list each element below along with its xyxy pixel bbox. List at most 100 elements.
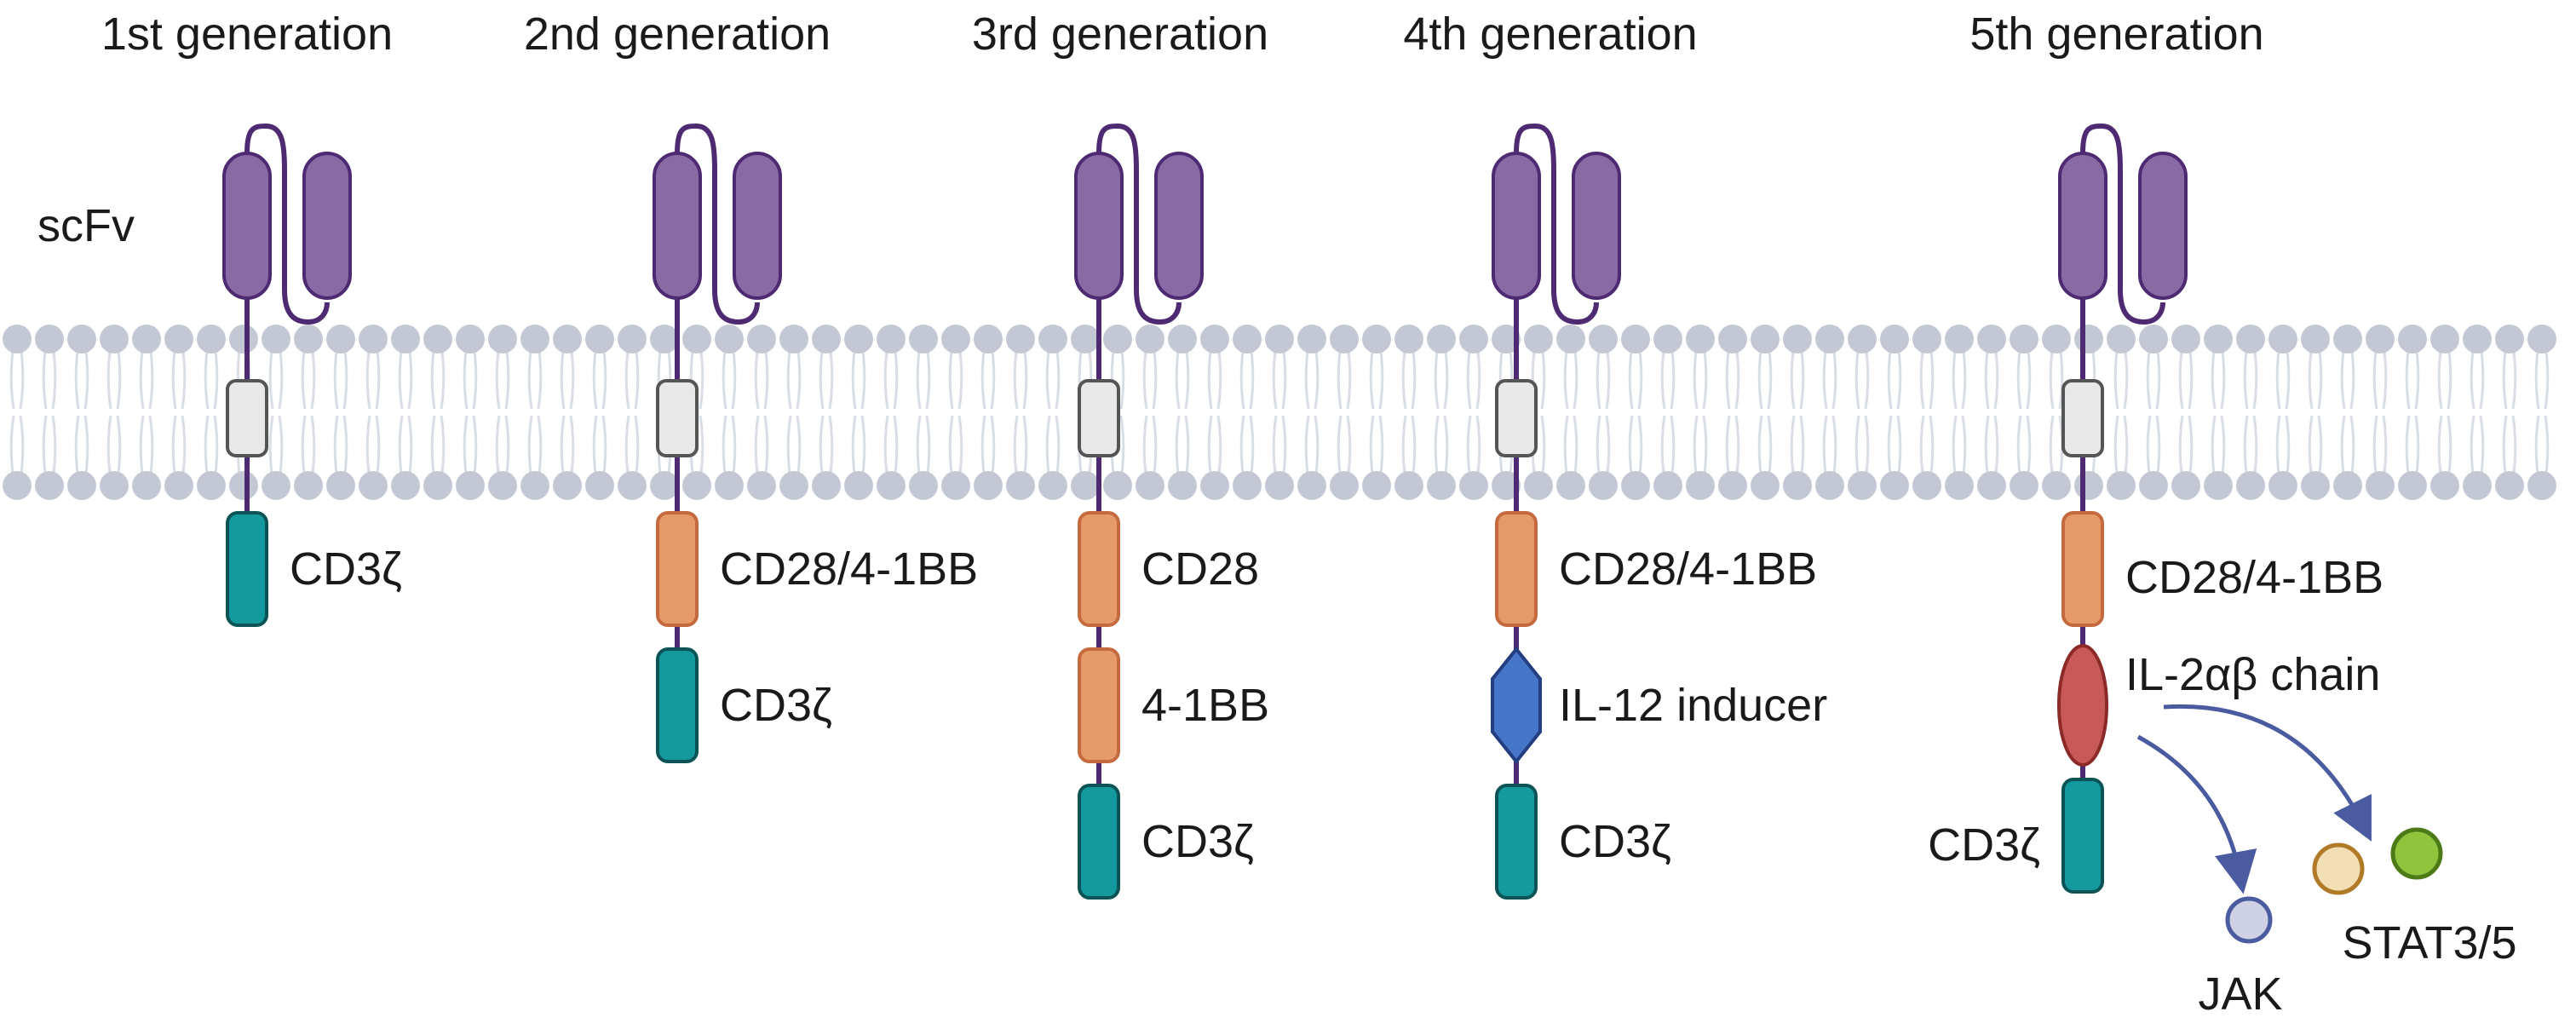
lipid-tail — [948, 350, 954, 410]
lipid-head — [941, 471, 970, 500]
lipid-tail — [2016, 350, 2022, 410]
lipid-head — [164, 325, 193, 354]
lipid-tail — [1346, 415, 1352, 474]
lipid-head — [1556, 471, 1585, 500]
lipid-tail — [1013, 415, 1019, 474]
generation-5-title: 5th generation — [1969, 9, 2263, 60]
costimulatory-domain — [2061, 511, 2104, 627]
arrow-to-stat — [2163, 704, 2372, 842]
lipid-head — [715, 471, 744, 500]
lipid-tail — [1767, 415, 1773, 474]
lipid-tail — [2113, 350, 2119, 410]
lipid-tail — [2049, 415, 2055, 474]
lipid-head — [164, 471, 193, 500]
lipid-head — [1977, 471, 2006, 500]
lipid-tail — [1401, 415, 1407, 474]
lipid-tail — [2405, 350, 2411, 410]
lipid-tail — [2479, 415, 2485, 474]
lipid-tail — [2447, 350, 2452, 410]
lipid-tail — [1434, 415, 1440, 474]
generation-2-title: 2nd generation — [524, 9, 831, 60]
lipid-tail — [1822, 350, 1828, 410]
lipid-tail — [916, 415, 922, 474]
lipid-tail — [398, 350, 404, 410]
lipid-tail — [2470, 415, 2475, 474]
lipid-tail — [1055, 350, 1061, 410]
lipid-tail — [860, 415, 866, 474]
cd3z-domain — [1078, 784, 1120, 900]
scfv-vl-domain — [1572, 152, 1621, 300]
lipid-tail — [828, 350, 834, 410]
lipid-tail — [957, 415, 963, 474]
lipid-tail — [763, 415, 769, 474]
lipid-tail — [1175, 415, 1181, 474]
lipid-head — [1912, 471, 1941, 500]
lipid-tail — [786, 415, 792, 474]
lipid-tail — [1346, 350, 1352, 410]
lipid-tail — [1378, 415, 1384, 474]
scfv-linker — [1514, 123, 1599, 325]
lipid-tail — [2372, 350, 2378, 410]
lipid-tail — [1757, 350, 1763, 410]
lipid-tail — [440, 415, 446, 474]
lipid-head — [2139, 325, 2168, 354]
lipid-tail — [2511, 350, 2517, 410]
lipid-tail — [1831, 350, 1837, 410]
lipid-tail — [2544, 350, 2550, 410]
lipid-head — [2236, 325, 2265, 354]
costim-label: CD28/4-1BB — [2125, 552, 2383, 603]
costimulatory-domain — [1495, 511, 1538, 627]
lipid-tail — [2178, 415, 2184, 474]
lipid-tail — [2382, 415, 2388, 474]
lipid-tail — [278, 350, 284, 410]
lipid-head — [747, 471, 776, 500]
lipid-tail — [1369, 350, 1375, 410]
lipid-tail — [1443, 350, 1449, 410]
lipid-head — [1718, 471, 1747, 500]
lipid-head — [1038, 471, 1067, 500]
lipid-head — [2495, 325, 2524, 354]
lipid-tail — [2188, 415, 2194, 474]
lipid-tail — [2317, 415, 2323, 474]
stat-label: STAT3/5 — [2342, 917, 2516, 969]
lipid-tail — [139, 415, 145, 474]
lipid-tail — [2243, 415, 2249, 474]
lipid-tail — [463, 415, 469, 474]
lipid-tail — [2220, 350, 2226, 410]
lipid-tail — [1929, 415, 1935, 474]
lipid-tail — [495, 350, 501, 410]
cd3z-label: CD3ζ — [1928, 819, 2040, 871]
lipid-head — [1168, 325, 1197, 354]
lipid-head — [779, 325, 808, 354]
lipid-head — [1718, 325, 1747, 354]
lipid-head — [2268, 325, 2297, 354]
lipid-tail — [2058, 350, 2064, 410]
lipid-tail — [990, 350, 996, 410]
lipid-tail — [1304, 415, 1310, 474]
lipid-tail — [504, 415, 510, 474]
lipid-tail — [407, 415, 413, 474]
lipid-tail — [1281, 350, 1287, 410]
costimulatory-domain — [656, 511, 699, 627]
lipid-head — [2042, 471, 2071, 500]
lipid-tail — [634, 415, 640, 474]
lipid-head — [1783, 471, 1812, 500]
lipid-tail — [495, 415, 501, 474]
lipid-tail — [731, 350, 737, 410]
lipid-tail — [74, 350, 80, 410]
lipid-head — [553, 325, 582, 354]
lipid-tail — [2285, 415, 2291, 474]
lipid-tail — [1961, 415, 1967, 474]
lipid-tail — [1952, 350, 1958, 410]
lipid-tail — [1045, 350, 1051, 410]
lipid-tail — [1757, 415, 1763, 474]
lipid-head — [2495, 471, 2524, 500]
lipid-head — [326, 471, 355, 500]
lipid-head — [229, 471, 258, 500]
lipid-tail — [851, 350, 857, 410]
lipid-tail — [2123, 350, 2129, 410]
lipid-tail — [796, 350, 802, 410]
lipid-head — [844, 471, 873, 500]
lipid-tail — [148, 350, 154, 410]
lipid-head — [132, 471, 161, 500]
